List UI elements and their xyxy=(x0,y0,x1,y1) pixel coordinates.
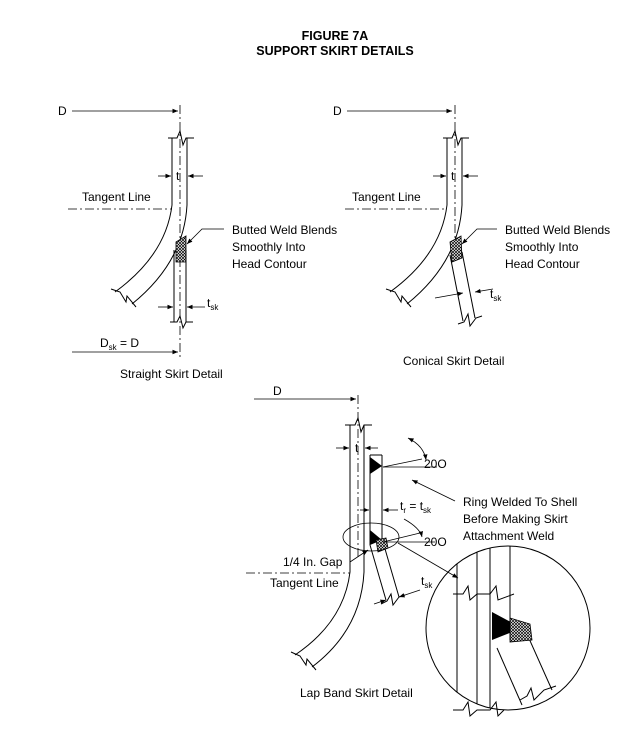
lap-skirt-wall-inner xyxy=(369,544,387,601)
straight-shell-outer-wall xyxy=(131,138,188,305)
lap-d-label: D xyxy=(273,384,282,398)
lap-ring-note-1: Ring Welded To Shell xyxy=(463,495,577,509)
lap-angle-top-arc xyxy=(407,437,428,461)
lap-ring-note-2: Before Making Skirt xyxy=(463,512,568,526)
mag-bottom-break xyxy=(453,700,505,718)
conical-tsk-arrow-left xyxy=(434,291,464,299)
lap-shell-outer-wall xyxy=(311,425,365,668)
straight-shell-inner-wall xyxy=(114,138,173,293)
lap-angle-bottom-label: 20O xyxy=(424,535,447,549)
lap-ring-leader xyxy=(411,479,456,502)
conical-tangent-label: Tangent Line xyxy=(352,190,421,204)
conical-caption: Conical Skirt Detail xyxy=(403,354,504,368)
mag-weld-hatch xyxy=(509,617,533,643)
lap-tangent-label: Tangent Line xyxy=(270,576,339,590)
mag-weld-solid xyxy=(492,612,522,640)
magnifier-circle xyxy=(425,545,591,711)
straight-skirt-detail: D t Tangent Line Butted Weld Blends Smoo… xyxy=(58,104,337,381)
lap-t-label: t xyxy=(355,441,359,455)
straight-caption: Straight Skirt Detail xyxy=(120,367,223,381)
lap-tsk-arrow-left xyxy=(373,599,387,605)
straight-weld-note-2: Smoothly Into xyxy=(232,240,306,254)
lap-angle-bottom-arc xyxy=(403,518,423,538)
straight-top-break xyxy=(168,129,194,147)
lap-angle-bottom-line xyxy=(382,532,421,543)
straight-head-break xyxy=(110,288,137,308)
conical-skirt-wall-inner xyxy=(449,254,464,322)
conical-weld-note-1: Butted Weld Blends xyxy=(505,223,610,237)
conical-shell-inner-wall xyxy=(389,138,448,293)
lap-caption: Lap Band Skirt Detail xyxy=(300,686,413,700)
lap-magnified-view xyxy=(425,545,591,718)
straight-t-label: t xyxy=(176,169,180,183)
conical-d-label: D xyxy=(333,104,342,118)
conical-head-break xyxy=(385,288,412,308)
mag-skirt-break xyxy=(519,685,557,701)
conical-t-label: t xyxy=(451,169,455,183)
figure-number: FIGURE 7A xyxy=(302,29,369,43)
lap-tsk-arrow-right xyxy=(398,589,421,598)
lap-ring-note-3: Attachment Weld xyxy=(463,529,554,543)
conical-tsk-label: tsk xyxy=(490,287,502,303)
figure-title: SUPPORT SKIRT DETAILS xyxy=(256,44,413,58)
lap-head-break xyxy=(290,651,317,671)
mag-skirt-inner xyxy=(496,647,523,706)
lap-gap-label: 1/4 In. Gap xyxy=(283,555,343,569)
conical-tsk-arrow-right xyxy=(474,288,494,294)
straight-weld xyxy=(175,235,187,263)
lap-gap-arrow xyxy=(349,549,369,563)
straight-tangent-label: Tangent Line xyxy=(82,190,151,204)
lap-angle-top-line xyxy=(382,458,423,468)
straight-weld-note-1: Butted Weld Blends xyxy=(232,223,337,237)
conical-top-break xyxy=(443,129,469,147)
lap-shell-inner-wall xyxy=(294,425,351,656)
lap-tr-label: tr = tsk xyxy=(400,499,432,515)
lap-detail-ellipse xyxy=(342,522,400,552)
lap-ring-top-weld xyxy=(370,457,382,474)
conical-skirt-break xyxy=(457,312,483,328)
lap-skirt-wall-outer xyxy=(382,541,400,598)
straight-dsk-label: Dsk = D xyxy=(100,336,139,352)
straight-weld-leader xyxy=(186,228,224,245)
straight-tsk-label: tsk xyxy=(207,296,219,312)
lap-tsk-label: tsk xyxy=(421,574,433,590)
conical-skirt-detail: D t Tangent Line Butted Weld Blends Smoo… xyxy=(333,104,610,368)
conical-weld-note-2: Smoothly Into xyxy=(505,240,579,254)
mag-skirt-outer xyxy=(526,633,553,691)
mag-top-break xyxy=(453,584,515,601)
conical-weld-note-3: Head Contour xyxy=(505,257,580,271)
straight-d-label: D xyxy=(58,104,67,118)
straight-weld-note-3: Head Contour xyxy=(232,257,307,271)
conical-weld xyxy=(449,235,463,263)
straight-skirt-break xyxy=(170,314,193,330)
conical-skirt-wall-outer xyxy=(461,251,476,319)
lap-top-break xyxy=(345,416,372,434)
conical-shell-outer-wall xyxy=(406,138,463,305)
lap-angle-top-label: 20O xyxy=(424,457,447,471)
lap-band-skirt-detail: D t 20O tr = tsk Ring Welded To Sh xyxy=(246,384,591,718)
conical-weld-leader xyxy=(461,228,497,245)
